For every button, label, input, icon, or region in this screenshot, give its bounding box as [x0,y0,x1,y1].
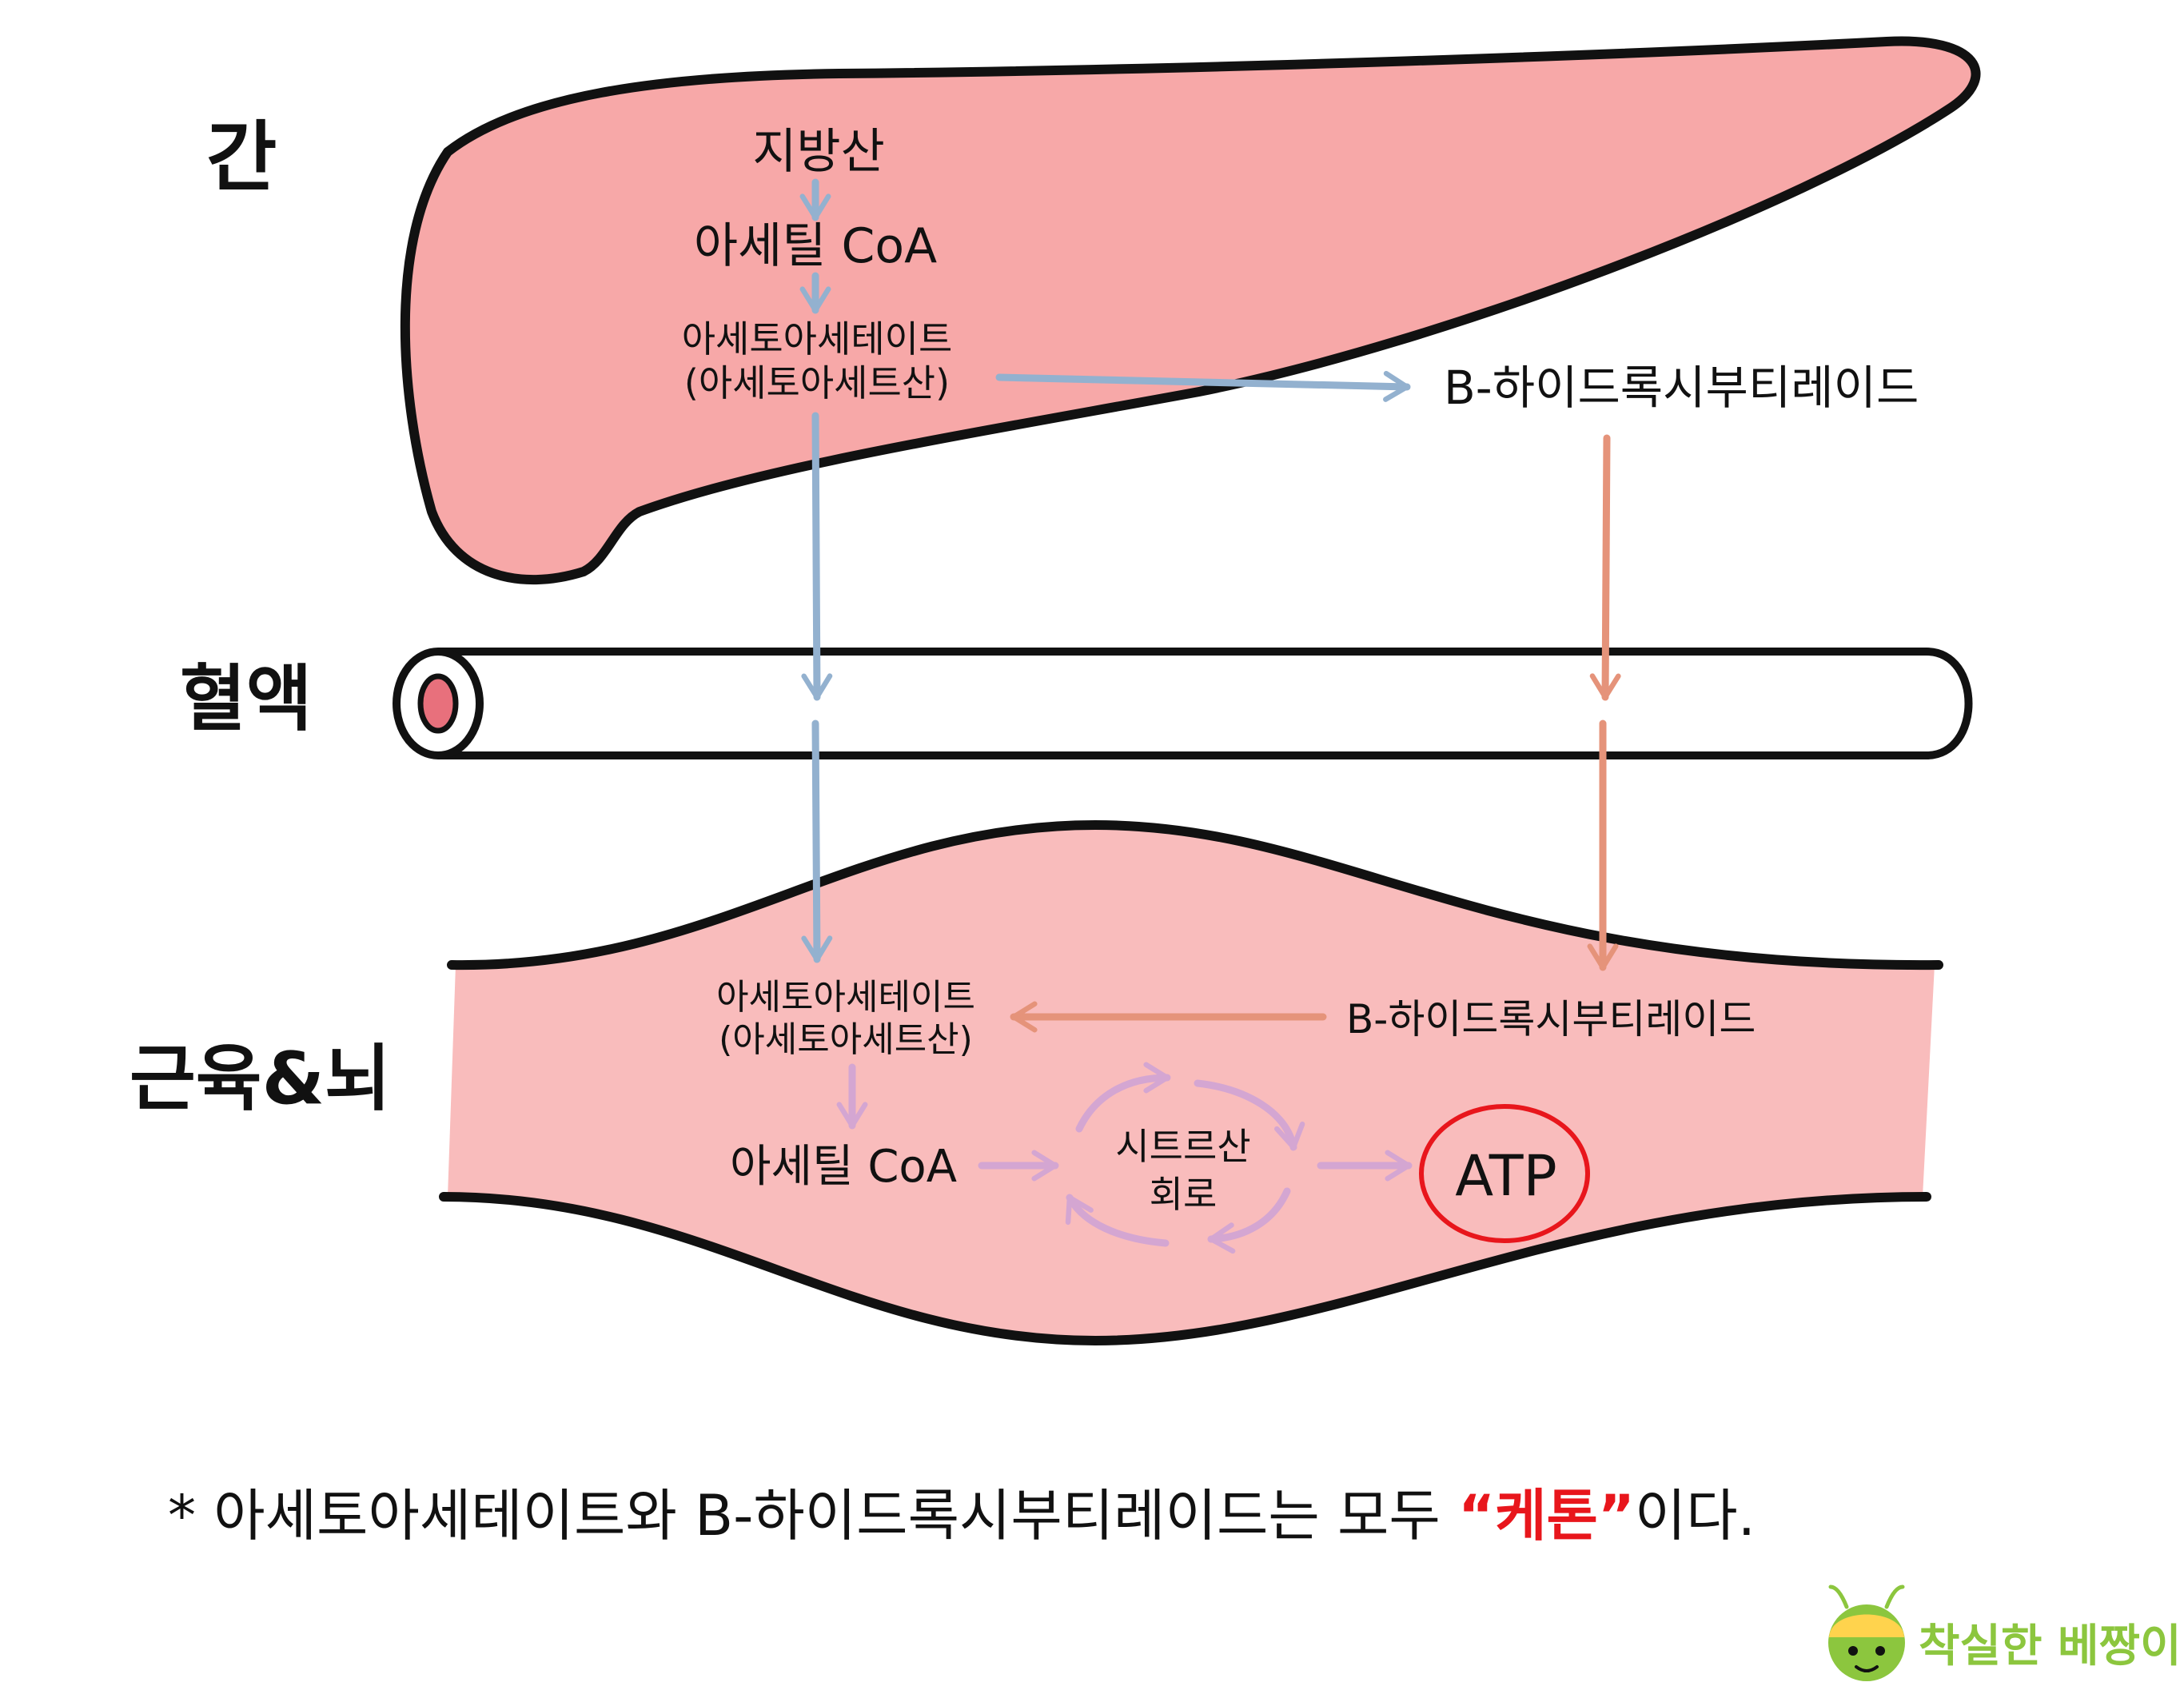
node-tca-line1: 시트르산 [1115,1125,1250,1168]
label-liver: 간 [206,113,277,202]
footnote: * 아세토아세테이트와 B-하이드록시부티레이드는 모두 “케톤”이다. [168,1483,1756,1549]
arrow-acetoacetate-to-bhb [995,370,1411,402]
footnote-suffix: 이다. [1635,1483,1756,1549]
tca-cycle-arrows [1065,1062,1305,1254]
node-muscle-acetoacetic-acid: (아세토아세트산) [719,1019,973,1060]
logo-text: 착실한 베짱이 [1919,1620,2182,1672]
node-liver-acetoacetic-acid: (아세토아세트산) [684,361,950,405]
blood-vessel [393,648,1973,759]
logo: 착실한 베짱이 [1828,1584,2182,1681]
node-liver-acetoacetate: 아세토아세테이트 [682,317,953,361]
node-muscle-acetyl-coa: 아세틸 CoA [730,1141,957,1193]
node-atp: ATP [1455,1143,1556,1209]
node-liver-acetyl-coa: 아세틸 CoA [694,218,937,274]
muscle-shape [448,825,1935,1341]
atp-circle [1419,1104,1590,1243]
muscle-top-line [447,819,1943,971]
label-blood: 혈액 [180,657,313,741]
footnote-highlight: “케톤” [1458,1483,1635,1549]
grasshopper-mascot-icon [1828,1584,1905,1681]
arrow-blood-to-muscle-acetoacetate [801,719,833,963]
arrow-acetoacetate-to-blood [801,412,833,701]
node-tca-line2: 회로 [1150,1173,1218,1216]
footnote-prefix: * 아세토아세테이트와 B-하이드록시부티레이드는 모두 [168,1483,1458,1549]
node-liver-bhb: B-하이드록시부티레이드 [1444,361,1919,415]
label-muscle-brain: 근육&뇌 [130,1037,391,1121]
node-muscle-bhb: B-하이드록시부티레이드 [1346,996,1756,1042]
node-muscle-acetoacetate: 아세토아세테이트 [716,977,975,1018]
muscle-bottom-line [439,1192,1931,1346]
node-fatty-acid: 지방산 [752,124,885,180]
liver-shape [400,36,1981,585]
arrow-bhb-to-blood [1589,434,1621,701]
